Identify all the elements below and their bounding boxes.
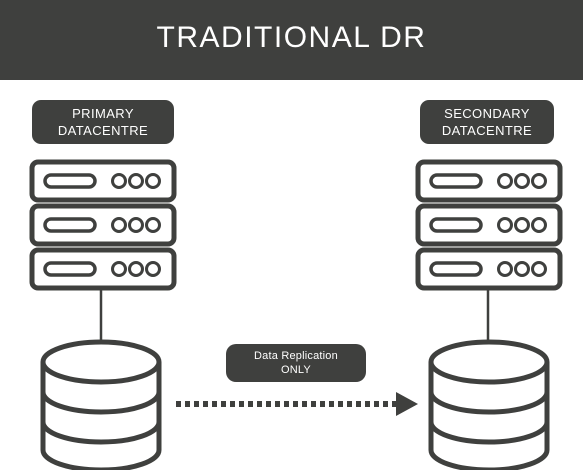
server-icon <box>418 206 560 244</box>
server-icon <box>418 250 560 288</box>
database-icon <box>43 342 159 470</box>
server-icon <box>32 250 174 288</box>
data-replication-label: Data Replication ONLY <box>226 344 366 382</box>
secondary-datacentre-label: SECONDARY DATACENTRE <box>420 100 554 144</box>
primary-server-stack <box>32 162 174 342</box>
server-icon <box>418 162 560 200</box>
database-icon <box>431 342 547 470</box>
server-icon <box>32 162 174 200</box>
dotted-arrow-icon <box>176 392 418 416</box>
server-icon <box>32 206 174 244</box>
diagram-title: TRADITIONAL DR <box>156 21 427 54</box>
secondary-server-stack <box>418 162 560 342</box>
title-banner: TRADITIONAL DR <box>0 0 583 80</box>
primary-datacentre-label: PRIMARY DATACENTRE <box>32 100 174 144</box>
